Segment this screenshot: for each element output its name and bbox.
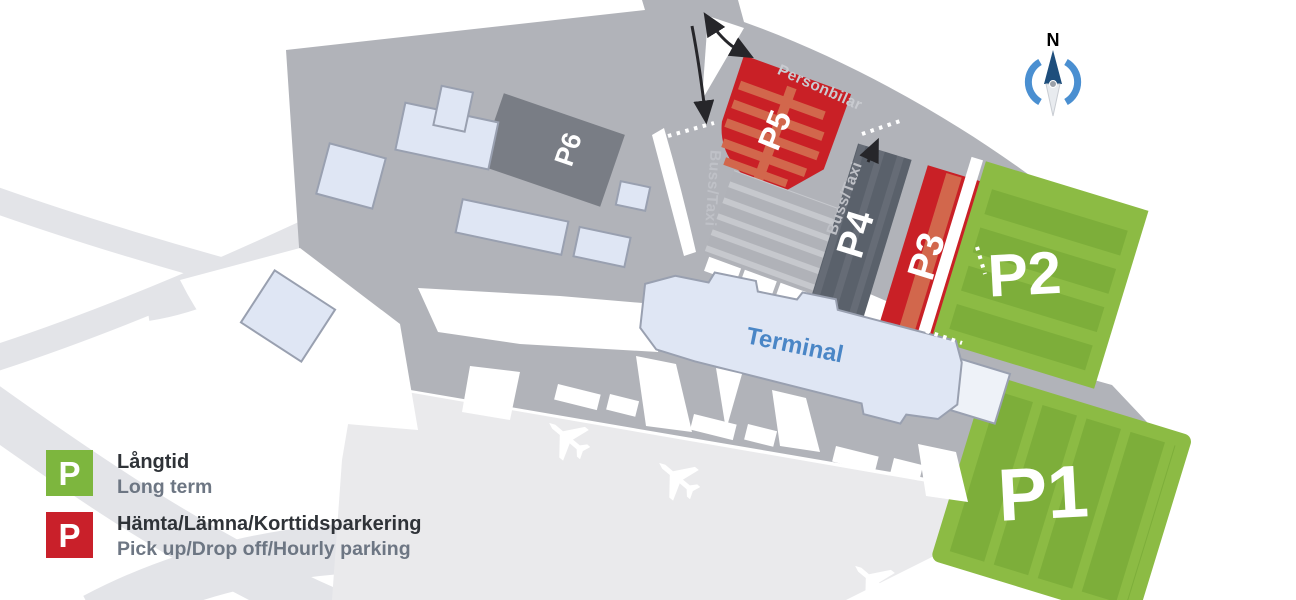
- airplane-icons: [549, 422, 897, 600]
- building: [614, 179, 652, 213]
- two-way-arrow: [703, 12, 754, 59]
- building: [239, 269, 337, 363]
- legend-item-short-term: P Hämta/Lämna/Korttidsparkering Pick up/…: [46, 512, 422, 561]
- legend-subtitle-long-term: Long term: [117, 476, 213, 498]
- parking-area-p5: P5: [721, 55, 852, 197]
- loop-road-outer: [0, 386, 340, 600]
- building: [454, 197, 570, 257]
- parking-p-glyph: P: [58, 516, 81, 554]
- airplane-icon: [855, 565, 897, 600]
- p1-parking-rows: [947, 390, 1176, 600]
- legend-item-long-term: P Långtid Long term: [46, 450, 422, 499]
- terminal-building: Terminal: [639, 271, 963, 425]
- compass-north-label: N: [1047, 30, 1060, 50]
- legend-title-langtid: Långtid: [117, 451, 190, 473]
- gate-stands: [462, 356, 968, 502]
- buss-taxi-arrow: [690, 25, 715, 125]
- parking-symbol-red: P: [46, 512, 93, 559]
- building: [315, 142, 387, 210]
- parking-area-p2: P2: [917, 156, 1149, 389]
- compass-rose-icon: [1024, 50, 1082, 117]
- buss-taxi-road-label-left: Buss/Taxi: [701, 150, 723, 228]
- airplane-icon: [659, 462, 701, 501]
- p1-label: P1: [996, 449, 1091, 537]
- building: [572, 225, 632, 269]
- parking-area-p1: P1: [932, 375, 1191, 600]
- parking-p-glyph: P: [58, 454, 81, 492]
- compass: N: [1024, 30, 1082, 117]
- parking-symbol-green: P: [46, 450, 93, 496]
- p4-entry-arrow: [859, 137, 879, 165]
- parking-area-p6: P6: [479, 93, 625, 207]
- p5-parking-rows: [721, 80, 826, 188]
- building: [394, 84, 500, 171]
- legend-subtitle-pickup: Pick up/Drop off/Hourly parking: [117, 538, 411, 561]
- direction-arrows: [690, 12, 879, 165]
- parking-area-p4: P4: [808, 143, 912, 323]
- p2-parking-rows: [949, 178, 1131, 372]
- dotted-crossings: [667, 119, 987, 345]
- p2-label: P2: [986, 239, 1063, 310]
- airplane-icon: [549, 422, 591, 461]
- legend: P Långtid Long term P Hämta/Lämna/Kortti…: [46, 450, 422, 562]
- legend-title-hamta-lamna: Hämta/Lämna/Korttidsparkering: [117, 513, 422, 536]
